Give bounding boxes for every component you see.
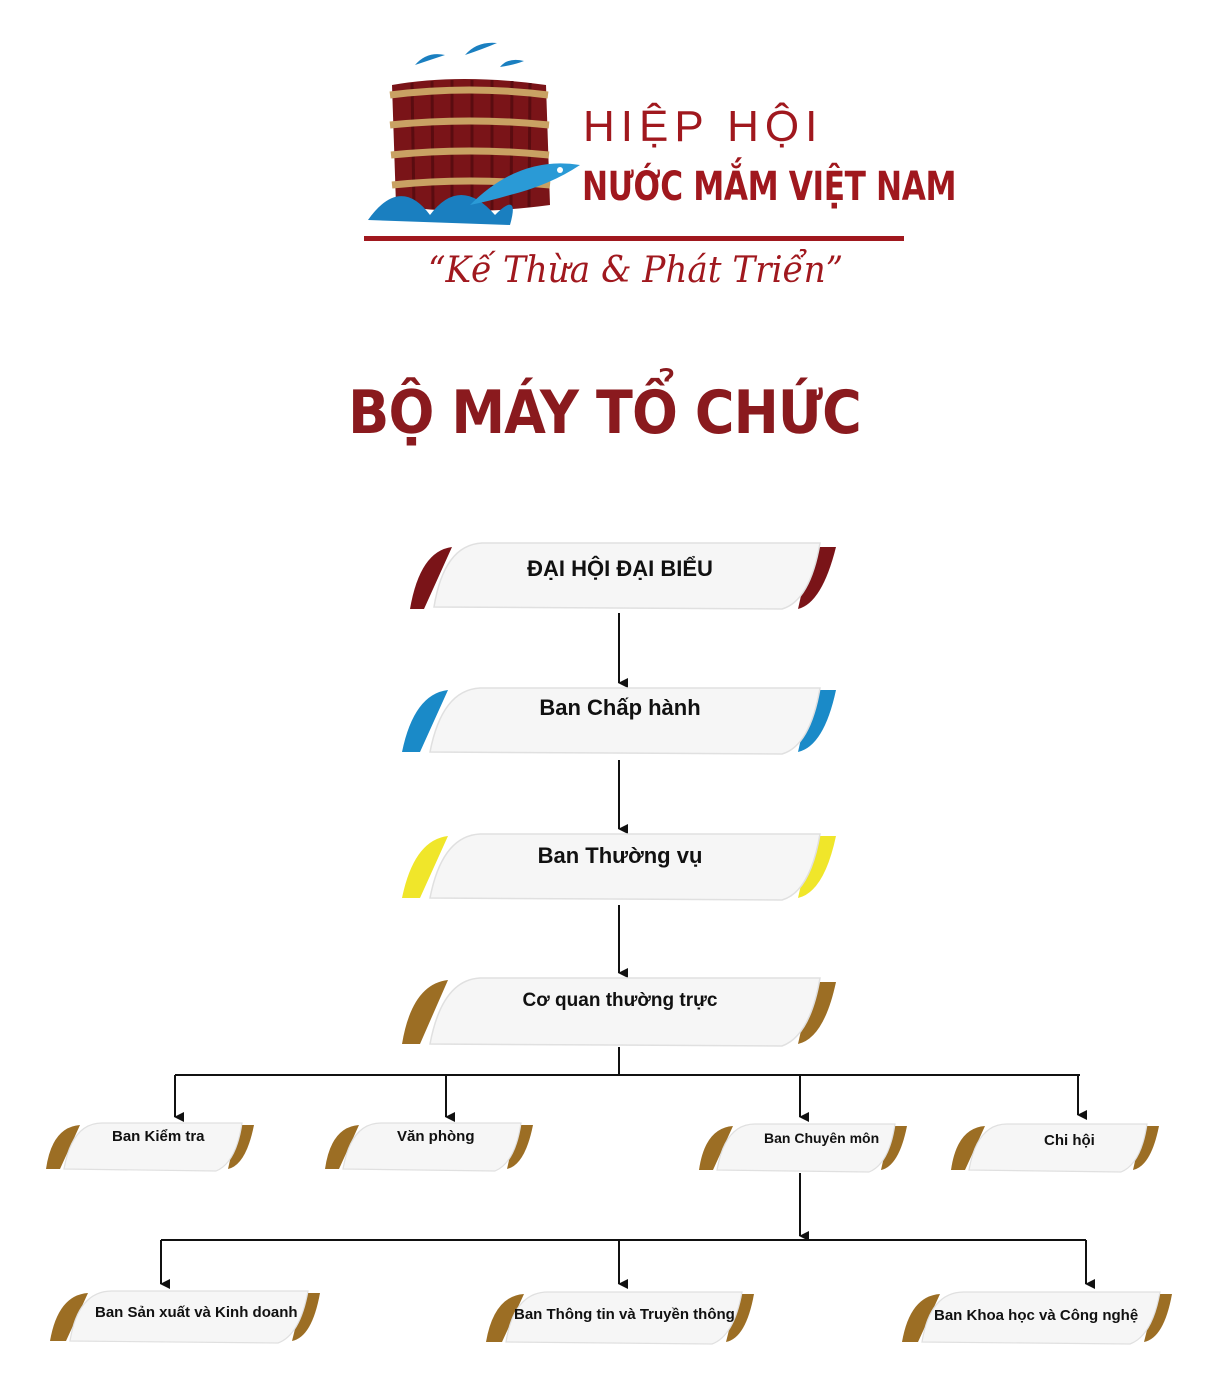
node-label: Chi hội — [1044, 1132, 1095, 1149]
node-label: Ban Kiểm tra — [112, 1128, 205, 1145]
logo-line2: NƯỚC MẮM VIỆT NAM — [582, 164, 957, 210]
node-shape — [402, 833, 836, 901]
node-ban-thong-tin: Ban Thông tin và Truyền thông — [486, 1290, 756, 1346]
node-shape — [402, 977, 836, 1047]
node-ban-khoa-hoc: Ban Khoa học và Công nghệ — [902, 1290, 1174, 1346]
node-shape — [50, 1290, 320, 1344]
node-label: ĐẠI HỘI ĐẠI BIỂU — [527, 556, 713, 581]
node-shape — [46, 1122, 254, 1172]
node-van-phong: Văn phòng — [325, 1121, 535, 1173]
page-title: BỘ MÁY TỔ CHỨC — [348, 378, 862, 448]
node-chi-hoi: Chi hội — [951, 1122, 1161, 1174]
logo-slogan: “Kế Thừa & Phát Triển” — [428, 250, 844, 291]
node-shape — [325, 1122, 533, 1172]
node-shape — [902, 1291, 1172, 1345]
node-label: Ban Thường vụ — [537, 843, 703, 868]
node-label: Văn phòng — [397, 1128, 475, 1145]
node-label: Ban Chuyên môn — [764, 1130, 880, 1146]
node-ban-san-xuat: Ban Sản xuất và Kinh doanh — [50, 1289, 322, 1345]
logo-line1: HIỆP HỘI — [583, 102, 824, 151]
node-label: Ban Thông tin và Truyền thông — [514, 1306, 735, 1323]
node-shape — [486, 1291, 754, 1345]
node-label: Ban Sản xuất và Kinh doanh — [95, 1304, 298, 1321]
logo-divider — [364, 236, 904, 241]
node-ban-kiem-tra: Ban Kiểm tra — [46, 1121, 256, 1173]
node-dai-hoi-dai-bieu: ĐẠI HỘI ĐẠI BIỂU — [402, 541, 838, 613]
node-label: Cơ quan thường trực — [522, 990, 718, 1011]
node-shape — [699, 1123, 907, 1173]
node-co-quan-thuong-truc: Cơ quan thường trực — [402, 976, 838, 1048]
node-ban-chap-hanh: Ban Chấp hành — [402, 686, 838, 758]
node-shape — [951, 1123, 1159, 1173]
node-label: Ban Chấp hành — [539, 695, 701, 720]
node-shape — [402, 687, 836, 755]
fish-barrel-logo-icon — [368, 42, 580, 225]
node-ban-thuong-vu: Ban Thường vụ — [402, 832, 838, 904]
node-ban-chuyen-mon: Ban Chuyên môn — [699, 1122, 909, 1174]
node-label: Ban Khoa học và Công nghệ — [934, 1307, 1139, 1324]
node-shape — [410, 542, 836, 610]
